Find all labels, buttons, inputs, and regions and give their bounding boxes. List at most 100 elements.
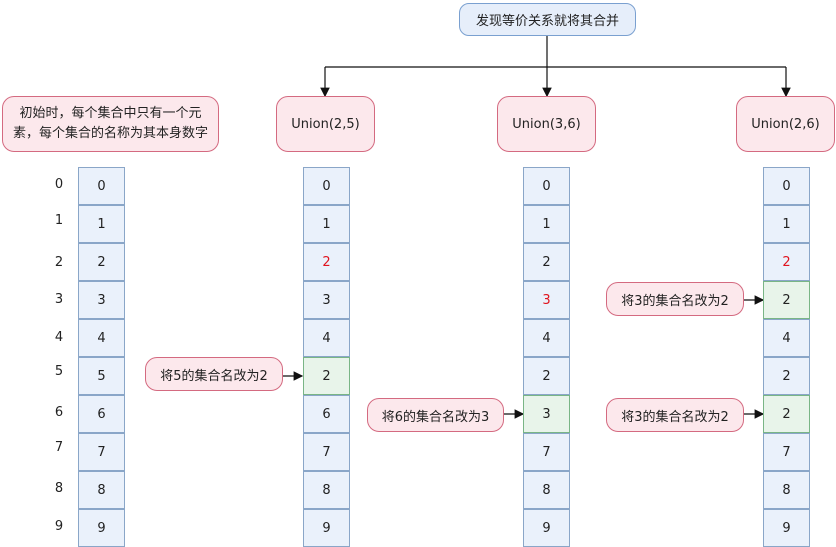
note-col3-top-text: 将3的集合名改为2 [621, 293, 729, 309]
array-cell: 1 [303, 205, 350, 243]
array-cell-value: 2 [322, 254, 331, 270]
array-cell-value: 8 [542, 482, 551, 498]
array-cell-value: 3 [97, 292, 106, 308]
row-index-6: 6 [54, 405, 64, 420]
array-cell: 2 [523, 243, 570, 281]
array-cell: 8 [763, 471, 810, 509]
array-cell-value: 3 [542, 292, 551, 308]
array-cell-value: 7 [542, 444, 551, 460]
array-cell: 1 [763, 205, 810, 243]
array-cell: 4 [78, 319, 125, 357]
array-cell-value: 2 [322, 368, 331, 384]
array-cell-value: 3 [542, 406, 551, 422]
array-cell-value: 1 [322, 216, 331, 232]
note-col3-row3: 将3的集合名改为2 [606, 282, 744, 316]
union-2-6-label: Union(2,6) [751, 116, 820, 132]
array-cell: 7 [303, 433, 350, 471]
note-col1-row5: 将5的集合名改为2 [145, 357, 283, 391]
array-cell: 3 [523, 395, 570, 433]
array-cell-value: 2 [542, 254, 551, 270]
array-cell-value: 9 [322, 520, 331, 536]
array-cell: 8 [78, 471, 125, 509]
array-cell: 2 [763, 281, 810, 319]
union-2-6-box: Union(2,6) [736, 96, 835, 152]
array-cell-value: 0 [322, 178, 331, 194]
array-cell: 2 [763, 357, 810, 395]
array-cell-value: 6 [97, 406, 106, 422]
array-cell: 7 [763, 433, 810, 471]
array-cell-value: 9 [97, 520, 106, 536]
row-index-5: 5 [54, 364, 64, 379]
array-cell: 9 [763, 509, 810, 547]
array-cell: 2 [763, 395, 810, 433]
array-cell-value: 1 [542, 216, 551, 232]
array-cell-value: 7 [322, 444, 331, 460]
array-cell: 4 [763, 319, 810, 357]
array-cell: 6 [78, 395, 125, 433]
array-cell-value: 2 [782, 292, 791, 308]
array-cell-value: 5 [97, 368, 106, 384]
intro-line-2: 素，每个集合的名称为其本身数字 [12, 126, 208, 141]
array-cell-value: 0 [782, 178, 791, 194]
array-cell-value: 4 [782, 330, 791, 346]
array-cell-value: 1 [97, 216, 106, 232]
array-cell: 8 [303, 471, 350, 509]
top-merge-box: 发现等价关系就将其合并 [459, 3, 636, 36]
array-cell-value: 9 [542, 520, 551, 536]
array-cell-value: 2 [542, 368, 551, 384]
array-cell: 2 [303, 243, 350, 281]
array-cell-value: 7 [782, 444, 791, 460]
row-index-3: 3 [54, 292, 64, 307]
array-cell-value: 6 [322, 406, 331, 422]
array-cell-value: 3 [322, 292, 331, 308]
array-cell: 9 [78, 509, 125, 547]
array-cell-value: 8 [782, 482, 791, 498]
array-cell: 7 [523, 433, 570, 471]
row-index-7: 7 [54, 440, 64, 455]
array-cell: 4 [523, 319, 570, 357]
array-cell: 4 [303, 319, 350, 357]
top-merge-label: 发现等价关系就将其合并 [475, 14, 619, 29]
array-cell-value: 7 [97, 444, 106, 460]
array-cell: 1 [78, 205, 125, 243]
array-cell: 9 [523, 509, 570, 547]
note-col2-text: 将6的集合名改为3 [381, 409, 490, 425]
union-3-6-box: Union(3,6) [497, 96, 596, 152]
array-cell: 6 [303, 395, 350, 433]
array-cell: 3 [523, 281, 570, 319]
array-cell-value: 2 [782, 254, 791, 270]
array-cell: 3 [303, 281, 350, 319]
intro-line-1: 初始时，每个集合中只有一个元 [19, 106, 202, 121]
array-cell-value: 8 [322, 482, 331, 498]
array-cell-value: 9 [782, 520, 791, 536]
array-cell: 2 [303, 357, 350, 395]
array-cell: 9 [303, 509, 350, 547]
union-2-5-label: Union(2,5) [291, 116, 360, 132]
array-cell-value: 4 [542, 330, 551, 346]
array-cell-value: 4 [97, 330, 106, 346]
row-index-1: 1 [54, 213, 64, 228]
row-index-9: 9 [54, 519, 64, 534]
array-cell: 1 [523, 205, 570, 243]
note-col2-row6: 将6的集合名改为3 [367, 398, 504, 432]
row-index-0: 0 [54, 177, 64, 192]
note-col3-bottom-text: 将3的集合名改为2 [621, 409, 729, 425]
array-cell: 0 [78, 167, 125, 205]
array-cell: 8 [523, 471, 570, 509]
array-cell-value: 0 [542, 178, 551, 194]
array-cell-value: 2 [97, 254, 106, 270]
array-cell-value: 2 [782, 368, 791, 384]
array-cell: 0 [763, 167, 810, 205]
union-3-6-label: Union(3,6) [512, 116, 581, 132]
note-col1-text: 将5的集合名改为2 [160, 368, 268, 384]
array-cell-value: 8 [97, 482, 106, 498]
note-col3-row6: 将3的集合名改为2 [606, 398, 744, 432]
array-cell: 5 [78, 357, 125, 395]
intro-box: 初始时，每个集合中只有一个元 素，每个集合的名称为其本身数字 [2, 96, 219, 152]
array-cell-value: 1 [782, 216, 791, 232]
array-cell: 2 [523, 357, 570, 395]
array-cell-value: 2 [782, 406, 791, 422]
union-2-5-box: Union(2,5) [276, 96, 375, 152]
array-cell: 7 [78, 433, 125, 471]
